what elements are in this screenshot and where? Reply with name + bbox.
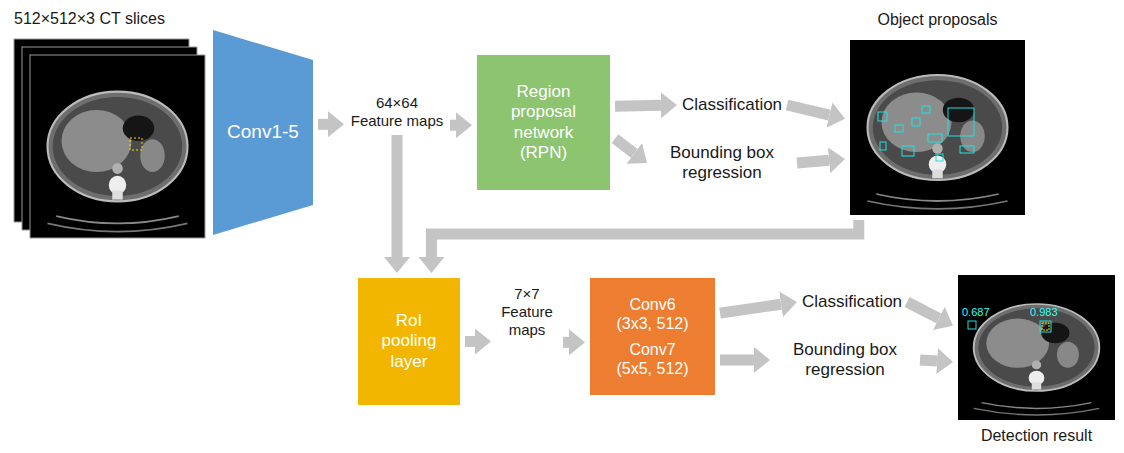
conv-box: Conv6 (3x3, 512) Conv7 (5x5, 512) xyxy=(590,278,715,395)
output-label: Classification xyxy=(802,292,902,312)
detection-boxes xyxy=(968,321,1051,332)
lesion-marker xyxy=(130,138,142,150)
node-text: Bounding box regression xyxy=(652,143,792,184)
rpn-box: Region proposal network (RPN) xyxy=(477,55,610,190)
node-text: Bounding box regression xyxy=(775,340,915,381)
ct-slice-front xyxy=(30,55,205,238)
roi-pooling-box: RoI pooling layer xyxy=(358,278,460,405)
node-text: Region proposal network (RPN) xyxy=(494,82,594,164)
flow-arrow xyxy=(615,139,634,154)
node-text: Conv6 (3x3, 512) xyxy=(613,295,693,333)
proposal-boxes xyxy=(878,106,974,161)
flow-arrow xyxy=(720,304,781,313)
flow-arrow xyxy=(465,336,475,347)
detection-ct xyxy=(958,275,1115,420)
score-label: 0.687 xyxy=(962,306,990,319)
node-text: Classification xyxy=(802,292,902,312)
image-caption: Detection result xyxy=(958,426,1115,445)
detection-image: Detection result xyxy=(958,275,1115,420)
flow-arrow xyxy=(563,337,569,348)
proposal-image: Object proposals xyxy=(850,40,1025,215)
output-label: Classification xyxy=(682,95,782,115)
flow-arrow xyxy=(797,160,829,163)
output-label: Bounding box regression xyxy=(775,340,915,381)
score-label: 0.983 xyxy=(1030,306,1058,319)
flow-arrow xyxy=(392,135,403,257)
image-caption: Object proposals xyxy=(850,10,1025,29)
output-label: Bounding box regression xyxy=(652,143,792,184)
feature-map-label: 64×64 Feature maps xyxy=(349,94,445,130)
flow-arrow xyxy=(318,119,328,130)
flow-arrow xyxy=(450,120,456,131)
flow-arrow xyxy=(615,100,661,112)
flow-arrow xyxy=(907,302,939,318)
node-text: Conv7 (5x5, 512) xyxy=(613,340,693,378)
conv-block: Conv1-5 xyxy=(213,30,313,235)
flow-arrow xyxy=(431,220,858,257)
flow-arrow xyxy=(920,360,937,361)
node-text: 7×7 Feature maps xyxy=(496,285,558,339)
image-caption: 512×512×3 CT slices xyxy=(14,9,165,28)
node-text: Classification xyxy=(682,95,782,115)
node-text: 64×64 Feature maps xyxy=(349,94,445,130)
node-text: Conv1-5 xyxy=(227,121,299,144)
proposal-ct xyxy=(850,40,1025,215)
trapezoid-fill xyxy=(213,30,313,235)
flow-arrow xyxy=(720,354,754,365)
feature-map-label: 7×7 Feature maps xyxy=(496,285,558,339)
slice-outline xyxy=(30,55,205,238)
node-text: RoI pooling layer xyxy=(371,311,447,372)
flow-arrow xyxy=(787,105,829,115)
ct-slice-image: 512×512×3 CT slices xyxy=(30,55,205,238)
